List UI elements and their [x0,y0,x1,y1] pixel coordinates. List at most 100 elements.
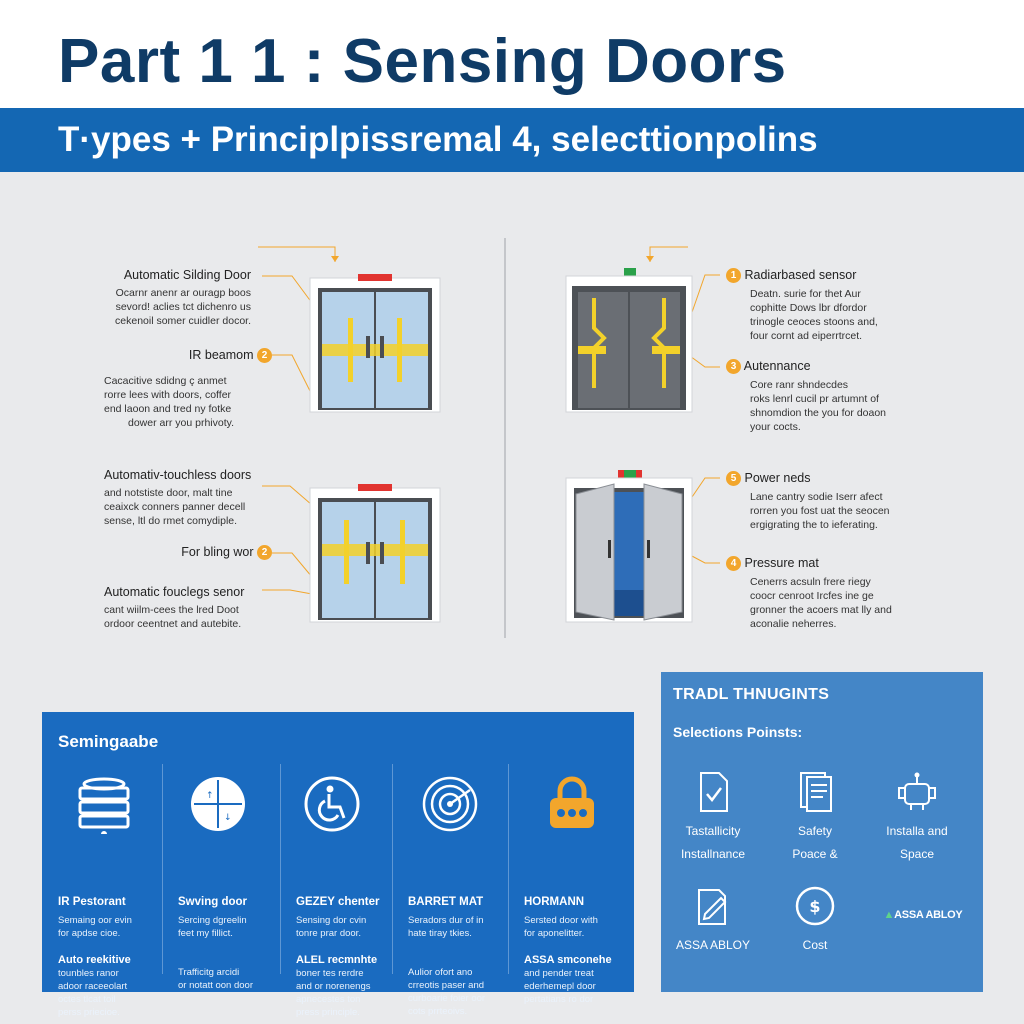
note-touchless-sensor: Automatic fouclegs senor cant wiilm-cees… [104,585,279,631]
sensing-panel-title: Semingaabe [58,732,159,751]
selection-item-assa-abloy: ASSA ABLOY [663,884,763,957]
selection-item-label: Safety Poace & [765,820,865,866]
note-maintenance: 3 Autennance Core ranr shndecdes roks le… [726,359,901,434]
note-label: Autennance [743,359,811,373]
manual-book-icon [793,770,837,814]
note-body-line: shnomdion the you for doaon [750,407,887,420]
header: Part 1 1 : Sensing Doors [0,0,1024,108]
page-title: Part 1 1 : Sensing Doors [58,27,787,96]
sensing-body-line: and or norenengs [296,981,371,992]
sensing-item-body: Sersted door with for aponelitter. [524,914,634,940]
note-body-line: Core ranr shndecdes [750,379,849,392]
sensing-body-line: crreotis paser and [408,980,485,991]
sensing-item-body: Seradors dur of in hate tiray tkies. [408,914,518,940]
note-automatic-sliding-door: Automatic Silding Door Ocarnr anenr ar o… [76,268,251,328]
sensing-body-line: for apdse cioe. [58,928,121,939]
sensing-item-detail: Auto reekitive tounbles ranor adoor race… [58,954,168,1019]
note-label: IR beamom [188,348,254,362]
note-body-line: end laoon and tred ny fotke [104,403,232,415]
sensing-body-line: feet my fillict. [178,928,233,939]
sliding-door-illustration-2 [308,484,442,624]
sensing-item-detail: Trafficitg arcidi or notatt oon door [178,966,288,992]
note-body-line: Cacacitive sdidng ç anmet [104,375,227,387]
sensing-body-line: for aponelitter. [524,928,585,939]
sensing-column-ir: IR Pestorant Semaing oor evin for apdse … [42,764,158,1018]
sensing-body-line: pertatians ro dor [524,994,594,1005]
sensing-item-body: Sercing dgreelin feet my fillict. [178,914,288,940]
document-check-icon [691,770,735,814]
note-body-line: ergigrating the to ieferating. [750,519,878,532]
radar-rings-icon [420,774,480,834]
number-badge: 4 [726,556,741,572]
note-pressure-mat: 4 Pressure mat Cenerrs acsuln frere rieg… [726,556,901,631]
sensing-body-line: Semaing oor evin [58,915,132,926]
note-body-line: aconalie neherres. [750,618,837,631]
selection-item-cost: $ Cost [765,884,865,957]
sensing-column-swing: ↑ ↓ Swving door Sercing dgreelin feet my… [162,764,278,991]
note-label: Automatic Silding Door [123,268,251,282]
selection-label-line: Tastallicity [685,824,741,838]
sensing-body-line: perss priecioe. [58,1007,120,1018]
note-label: Power neds [744,471,811,485]
selection-label-line: Poace & [792,847,838,861]
sensing-body-line: ederhemepl door [524,981,596,992]
sensing-body-line: apnecestes ton [296,994,361,1005]
robot-icon [895,770,939,814]
column-divider [504,238,506,638]
sensing-item-title: GEZEY chenter [296,896,380,908]
note-label: Automativ-touchless doors [104,468,252,482]
sensing-item-body: Semaing oor evin for apdse cioe. [58,914,168,940]
sensing-detail-title: ALEL recmnhte [296,954,378,966]
column-separator [280,764,281,974]
sensing-body-line: Aulior ofort ano [408,967,473,978]
number-badge: 5 [726,471,741,487]
note-body-line: cekenoil somer cuidler docor. [115,315,251,327]
note-body-line: dower arr you prhivoty. [128,417,235,429]
sensing-body-line: or notatt oon door [178,980,253,991]
assa-abloy-logo: ▲ASSA ABLOY [883,909,963,921]
sensing-body-line: octes tlcat toil [58,994,116,1005]
note-body-line: gronner the acoers mat lly and [750,604,892,617]
wheelchair-icon [302,774,362,834]
note-radar-sensor: 1 Radiarbased sensor Deatn. surie for th… [726,268,901,343]
note-label: Automatic fouclegs senor [104,585,245,599]
sensing-body-line: Trafficitg arcidi [178,967,240,978]
note-folding: For bling wor 2 [76,545,272,564]
selection-label-line: Safety [797,824,833,838]
note-body-line: Ocarnr anenr ar ouragp boos [115,287,251,299]
note-body-line: coocr cenroot Ircfes ine ge [750,590,874,603]
note-ir-beam: IR beamom 2 [76,348,272,367]
sensing-item-detail: ALEL recmnhte boner tes rerdre and or no… [296,954,406,1019]
note-body-line: cant wiilm-cees the lred Doot [104,604,239,616]
note-power-needs: 5 Power neds Lane cantry sodie Iserr afe… [726,471,901,532]
sensing-body-line: adoor raceeolart [58,981,128,992]
note-body-line: sense, ltl do rmet comydiple. [104,515,238,527]
sensing-panel: Semingaabe IR Pestorant Semaing oor evin… [42,712,634,1018]
coin-icon: $ [793,884,837,928]
note-ir-beam-body: Cacacitive sdidng ç anmet rorre lees wit… [104,374,279,430]
selection-label-line: Installnance [680,847,746,861]
note-body-line: four cornt ad eiperrtrcet. [750,330,863,343]
sensing-item-title: HORMANN [524,896,585,908]
note-body-line: sevord! aclies tct dichenro us [115,301,251,313]
selection-item-label: ASSA ABLOY [675,938,751,952]
sensing-body-line: hate tiray tkies. [408,928,472,939]
server-stack-icon [74,774,134,837]
number-badge: 2 [257,545,272,561]
selection-item-label: Cost [802,938,828,952]
sensing-body-line: Sensing dor cvin [296,915,367,926]
note-label: Radiarbased sensor [744,268,857,282]
swing-circle-icon: ↑ ↓ [188,774,248,834]
note-label: For bling wor [181,545,254,559]
sensing-body-line: tonre prar door. [296,928,361,939]
selection-label-line: Installa and [886,824,948,838]
sensing-item-title: Swving door [178,896,247,908]
svg-text:$: $ [809,897,820,916]
sensing-item-body: Sensing dor cvin tonre prar door. [296,914,406,940]
note-body-line: rorre lees with doors, coffer [104,389,232,401]
sensing-body-line: cots prrteoivs. [408,1006,468,1017]
sensing-detail-title: ASSA smconehe [524,954,612,966]
sensing-column-barrier-mat: BARRET MAT Seradors dur of in hate tiray… [392,764,508,1017]
selection-points-title: Selections Poinsts: [673,724,803,740]
note-label: Pressure mat [744,556,819,570]
